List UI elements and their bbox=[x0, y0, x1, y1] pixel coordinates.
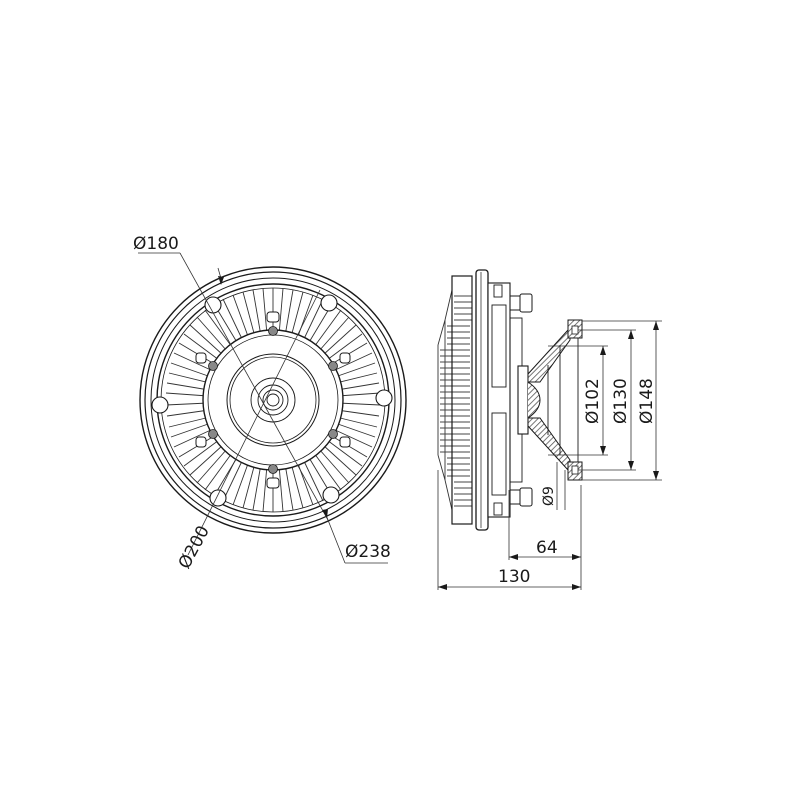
dim-label-d9: Ø9 bbox=[541, 486, 557, 506]
leader-arrows bbox=[218, 276, 328, 518]
dim-label-64: 64 bbox=[536, 538, 558, 558]
dim-arrows bbox=[438, 321, 659, 590]
dim-label-130: 130 bbox=[498, 567, 530, 587]
center-plate bbox=[202, 329, 344, 471]
side-dimensions bbox=[437, 320, 662, 590]
side-fins bbox=[437, 289, 453, 511]
side-bolts bbox=[509, 293, 533, 507]
front-view bbox=[138, 252, 407, 564]
front-leaders bbox=[138, 252, 388, 564]
cooling-fins bbox=[165, 288, 381, 512]
side-view bbox=[437, 269, 583, 531]
rim-bolts bbox=[151, 294, 393, 507]
outer-rim-238 bbox=[139, 266, 407, 534]
dim-label-d130: Ø130 bbox=[611, 378, 631, 424]
dim-label-d180: Ø180 bbox=[133, 234, 179, 254]
dim-label-d200: Ø200 bbox=[175, 522, 214, 572]
dim-label-d102: Ø102 bbox=[583, 378, 603, 424]
hub-bolts bbox=[208, 326, 338, 474]
fin-strokes bbox=[440, 295, 472, 507]
dim-label-d148: Ø148 bbox=[637, 378, 657, 424]
dim-label-d238: Ø238 bbox=[345, 542, 391, 562]
rim-bosses bbox=[195, 311, 351, 489]
